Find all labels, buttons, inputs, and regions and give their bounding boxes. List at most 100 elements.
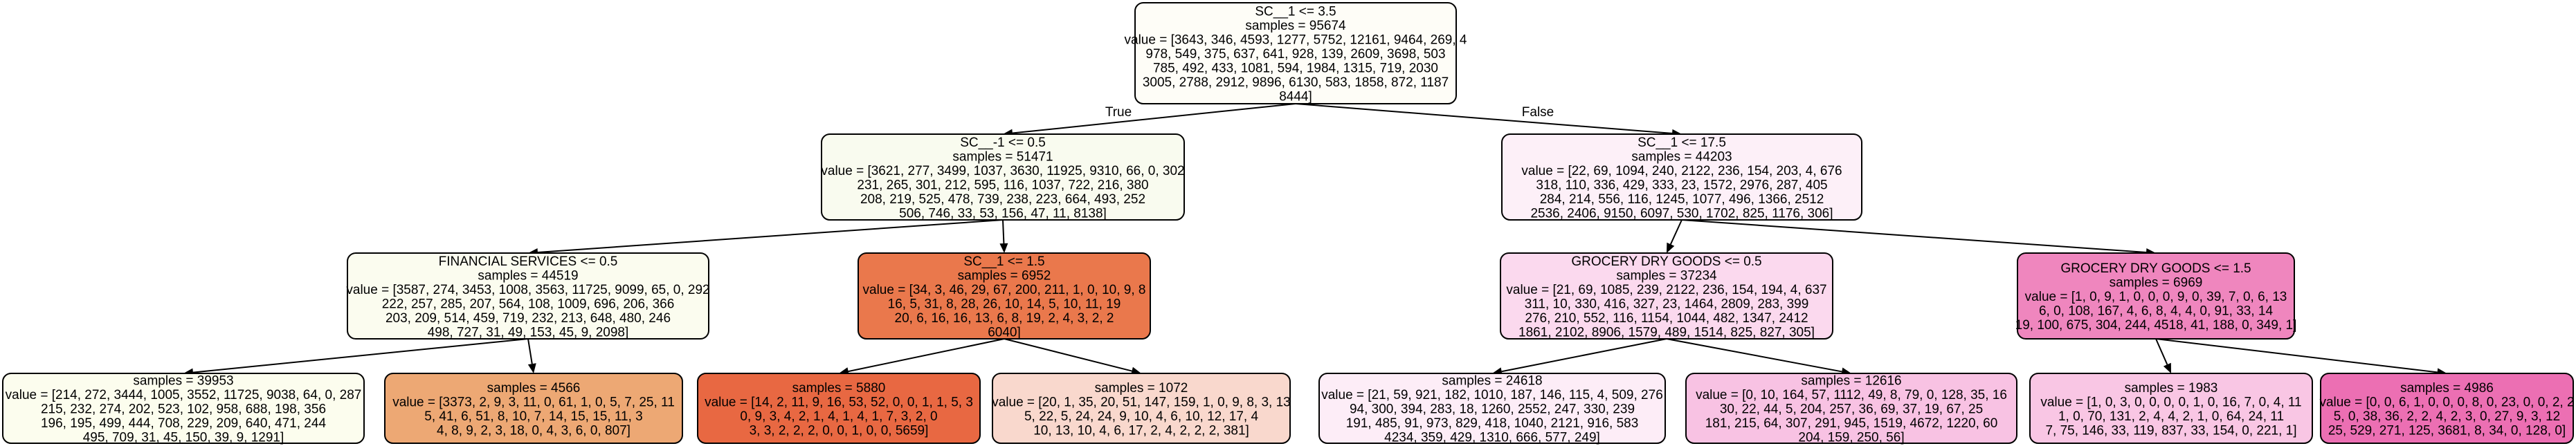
node-text-line: samples = 44203 bbox=[1631, 149, 1732, 164]
node-box bbox=[2029, 373, 2313, 444]
node-text-line: 276, 210, 552, 116, 1154, 1044, 482, 134… bbox=[1525, 311, 1808, 326]
node-text-line: 215, 232, 274, 202, 523, 102, 958, 688, … bbox=[41, 402, 326, 417]
node-box bbox=[2017, 252, 2295, 340]
node-text-line: 16, 5, 31, 8, 28, 26, 10, 14, 5, 10, 11,… bbox=[888, 297, 1121, 311]
node-text-line: samples = 5880 bbox=[792, 381, 886, 396]
node-text-line: value = [1, 0, 3, 0, 0, 0, 0, 1, 0, 16, … bbox=[2040, 395, 2301, 409]
node-text-line: SC__1 <= 1.5 bbox=[963, 254, 1044, 269]
edge-arrowhead bbox=[527, 363, 536, 373]
edge-arrowhead bbox=[1667, 242, 1675, 253]
node-text-line: 311, 10, 330, 416, 327, 23, 1464, 2809, … bbox=[1525, 297, 1809, 311]
node-text-line: value = [0, 10, 164, 57, 1112, 49, 8, 79… bbox=[1696, 388, 2007, 402]
node-text-line: 3005, 2788, 2912, 9896, 6130, 583, 1858,… bbox=[1143, 75, 1449, 90]
edge-line bbox=[1681, 219, 2147, 254]
node-text-line: 222, 257, 285, 207, 564, 108, 1009, 696,… bbox=[382, 297, 675, 311]
node-text-line: 94, 300, 394, 283, 18, 1260, 2552, 247, … bbox=[1350, 402, 1635, 417]
node-box bbox=[347, 252, 709, 340]
node-text-line: samples = 39953 bbox=[133, 374, 233, 389]
node-box bbox=[1685, 373, 2017, 444]
tree-edge-n5-n11 bbox=[1492, 338, 1667, 376]
tree-edge-n6-n14 bbox=[2155, 338, 2447, 377]
node-text-line: 196, 195, 499, 444, 708, 229, 209, 640, … bbox=[41, 416, 326, 431]
node-box bbox=[1500, 252, 1833, 340]
node-text-line: 2536, 2406, 9150, 6097, 530, 1702, 825, … bbox=[1530, 206, 1833, 221]
node-text-line: 495, 709, 31, 45, 150, 39, 9, 1291] bbox=[83, 431, 284, 445]
edge-line bbox=[1669, 219, 1682, 245]
node-box bbox=[384, 373, 683, 444]
node-text-line: SC__1 <= 17.5 bbox=[1638, 136, 1726, 150]
edge-line bbox=[1501, 338, 1667, 373]
node-text-line: samples = 6952 bbox=[958, 268, 1051, 283]
node-text-line: value = [214, 272, 3444, 1005, 3552, 117… bbox=[6, 388, 362, 402]
node-text-line: 1, 0, 70, 131, 2, 4, 4, 2, 1, 0, 64, 24,… bbox=[2058, 409, 2284, 424]
edge-line bbox=[2155, 338, 2168, 365]
node-box bbox=[1501, 133, 1862, 221]
node-box bbox=[2320, 373, 2574, 444]
node-text-line: samples = 1072 bbox=[1095, 381, 1188, 396]
edge-label-false: False bbox=[1522, 105, 1554, 120]
node-text-line: 181, 215, 64, 307, 291, 945, 1519, 4672,… bbox=[1705, 416, 1998, 431]
node-text-line: samples = 4566 bbox=[487, 381, 581, 396]
node-text-line: 498, 727, 31, 49, 153, 45, 9, 2098] bbox=[428, 325, 629, 340]
edge-line bbox=[1002, 219, 1005, 244]
edge-arrowhead bbox=[2163, 362, 2171, 373]
node-text-line: value = [21, 59, 921, 182, 1010, 187, 14… bbox=[1321, 388, 1663, 402]
node-text-line: 191, 485, 91, 973, 829, 418, 1040, 2121,… bbox=[1346, 416, 1639, 431]
node-text-line: GROCERY DRY GOODS <= 1.5 bbox=[2060, 261, 2251, 276]
edge-line bbox=[1295, 103, 1673, 134]
node-text-line: samples = 4986 bbox=[2400, 381, 2494, 396]
node-text-line: samples = 95674 bbox=[1245, 19, 1346, 33]
edge-line bbox=[1012, 103, 1296, 134]
edge-line bbox=[1666, 338, 1842, 373]
edge-line bbox=[1004, 338, 1132, 372]
node-text-line: value = [1, 0, 9, 1, 0, 0, 0, 9, 0, 39, … bbox=[2025, 290, 2287, 304]
node-text-line: SC__1 <= 3.5 bbox=[1255, 5, 1336, 19]
node-text-line: 506, 746, 33, 53, 156, 47, 11, 8138] bbox=[899, 206, 1107, 221]
node-box bbox=[821, 133, 1185, 221]
tree-edge-n0-n1: True bbox=[1003, 103, 1296, 138]
edge-line bbox=[848, 338, 1005, 373]
node-text-line: value = [3643, 346, 4593, 1277, 5752, 12… bbox=[1125, 33, 1467, 48]
tree-edge-n1-n4 bbox=[999, 219, 1008, 253]
tree-edge-n3-n8 bbox=[527, 338, 536, 373]
node-text-line: value = [0, 0, 6, 1, 0, 0, 0, 8, 0, 23, … bbox=[2319, 395, 2574, 409]
node-text-line: 7, 75, 146, 33, 119, 837, 33, 154, 0, 22… bbox=[2045, 423, 2296, 438]
node-text-line: 19, 100, 675, 304, 244, 4518, 41, 188, 0… bbox=[2015, 318, 2297, 333]
edge-line bbox=[527, 338, 533, 364]
node-box bbox=[697, 373, 981, 444]
tree-edge-n0-n2: False bbox=[1295, 103, 1682, 138]
node-text-line: 10, 13, 10, 4, 6, 17, 2, 4, 2, 2, 2, 381… bbox=[1033, 423, 1249, 438]
node-text-line: 5, 41, 6, 51, 8, 10, 7, 14, 15, 15, 11, … bbox=[424, 409, 643, 424]
node-text-line: samples = 51471 bbox=[952, 149, 1053, 164]
node-text-line: 318, 110, 336, 429, 333, 23, 1572, 2976,… bbox=[1536, 178, 1827, 192]
tree-edge-n2-n6 bbox=[1681, 219, 2156, 257]
edge-label-true: True bbox=[1105, 105, 1132, 120]
node-text-line: 231, 265, 301, 212, 595, 116, 1037, 722,… bbox=[857, 178, 1148, 192]
node-box bbox=[858, 252, 1151, 340]
node-text-line: samples = 37234 bbox=[1616, 268, 1717, 283]
node-box bbox=[1134, 2, 1457, 104]
node-text-line: 208, 219, 525, 478, 739, 238, 223, 664, … bbox=[860, 192, 1145, 207]
node-text-line: samples = 12616 bbox=[1801, 374, 1901, 389]
node-text-line: value = [3621, 277, 3499, 1037, 3630, 11… bbox=[821, 164, 1184, 178]
tree-edge-n5-n12 bbox=[1666, 338, 1851, 376]
node-text-line: SC__-1 <= 0.5 bbox=[960, 136, 1046, 150]
node-text-line: 25, 529, 271, 125, 3681, 8, 34, 0, 128, … bbox=[2328, 423, 2566, 438]
tree-edge-n6-n13 bbox=[2155, 338, 2171, 373]
tree-edge-n2-n5 bbox=[1667, 219, 1682, 253]
node-text-line: FINANCIAL SERVICES <= 0.5 bbox=[439, 254, 618, 269]
edge-line bbox=[2155, 338, 2438, 373]
node-text-line: value = [3373, 2, 9, 3, 11, 0, 61, 1, 0,… bbox=[392, 395, 675, 409]
tree-edge-n4-n9 bbox=[839, 338, 1005, 376]
